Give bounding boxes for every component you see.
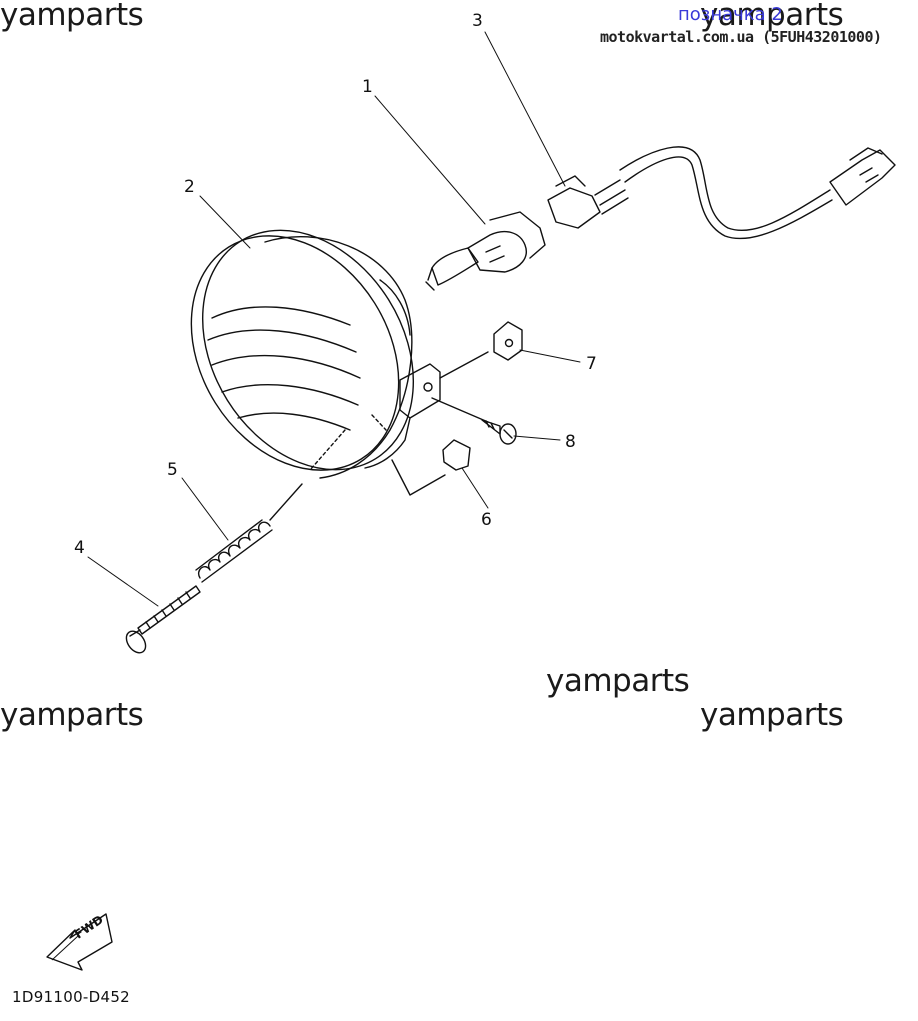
fwd-arrow-icon xyxy=(46,913,113,971)
watermark-top-left: yamparts xyxy=(0,0,144,33)
callout-4: 4 xyxy=(74,538,85,558)
watermark-top-right: yamparts xyxy=(700,0,844,33)
callout-7: 7 xyxy=(586,354,597,374)
callout-2: 2 xyxy=(184,177,195,197)
diagram-code: 1D91100-D452 xyxy=(12,988,131,1006)
nut xyxy=(442,439,471,471)
assembly-lines xyxy=(269,351,489,521)
tapping-screw xyxy=(481,419,517,445)
watermark-middle-right: yamparts xyxy=(546,663,690,699)
callout-leaders xyxy=(87,31,581,607)
socket-wire-harness xyxy=(547,146,896,240)
watermark-bottom-right: yamparts xyxy=(700,697,844,733)
clip-nut xyxy=(493,321,523,361)
watermark-bottom-left: yamparts xyxy=(0,697,144,733)
headlight-housing xyxy=(190,229,441,479)
spring xyxy=(195,519,273,583)
adjusting-screw xyxy=(125,585,201,654)
callout-3: 3 xyxy=(472,11,483,31)
callout-8: 8 xyxy=(565,432,576,452)
label-link[interactable]: позначка 2 xyxy=(678,4,783,25)
callout-5: 5 xyxy=(167,460,178,480)
bulb xyxy=(425,211,546,291)
callout-6: 6 xyxy=(481,510,492,530)
callout-1: 1 xyxy=(362,77,373,97)
site-reference: motokvartal.com.ua (5FUH43201000) xyxy=(600,28,882,46)
